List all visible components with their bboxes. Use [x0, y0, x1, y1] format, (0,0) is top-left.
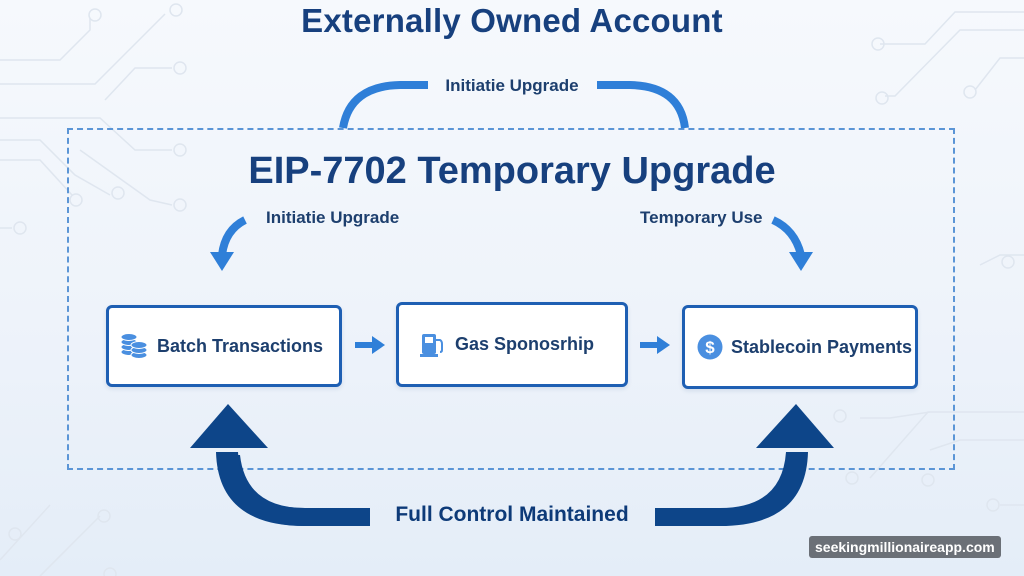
right-curve-label: Temporary Use	[640, 208, 763, 227]
arrow-right-icon-1	[355, 336, 385, 354]
big-arrow-left-up-icon	[190, 404, 370, 526]
svg-text:$: $	[705, 338, 715, 357]
diagram-subtitle: EIP-7702 Temporary Upgrade	[248, 150, 776, 192]
step-label: Gas Sponosrhip	[455, 334, 595, 354]
step-box-batch-transactions: Batch Transactions	[106, 305, 342, 387]
big-arrow-right-up-icon	[655, 404, 834, 526]
arrow-right-icon-2	[640, 336, 670, 354]
left-curve-label: Initiatie Upgrade	[266, 208, 400, 227]
curved-arrow-right-down-icon	[771, 216, 813, 271]
gas-pump-icon	[419, 331, 447, 359]
bottom-label: Full Control Maintained	[395, 503, 629, 526]
diagram-title: Externally Owned Account	[301, 2, 723, 39]
top-arc-label: Initiatie Upgrade	[445, 76, 579, 95]
step-label: Batch Transactions	[157, 335, 324, 356]
step-label: Stablecoin Payments	[731, 336, 913, 357]
step-box-gas-sponsorship: Gas Sponosrhip	[396, 302, 628, 387]
step-box-stablecoin-payments: $ Stablecoin Payments	[682, 305, 918, 389]
coins-stack-icon	[119, 332, 149, 360]
top-arc-left	[339, 81, 428, 129]
watermark: seekingmillionaireapp.com	[809, 536, 1001, 558]
upgrade-boundary	[67, 128, 955, 470]
top-arc-right	[597, 81, 689, 129]
dollar-coin-icon: $	[697, 334, 723, 360]
curved-arrow-left-down-icon	[210, 216, 247, 271]
